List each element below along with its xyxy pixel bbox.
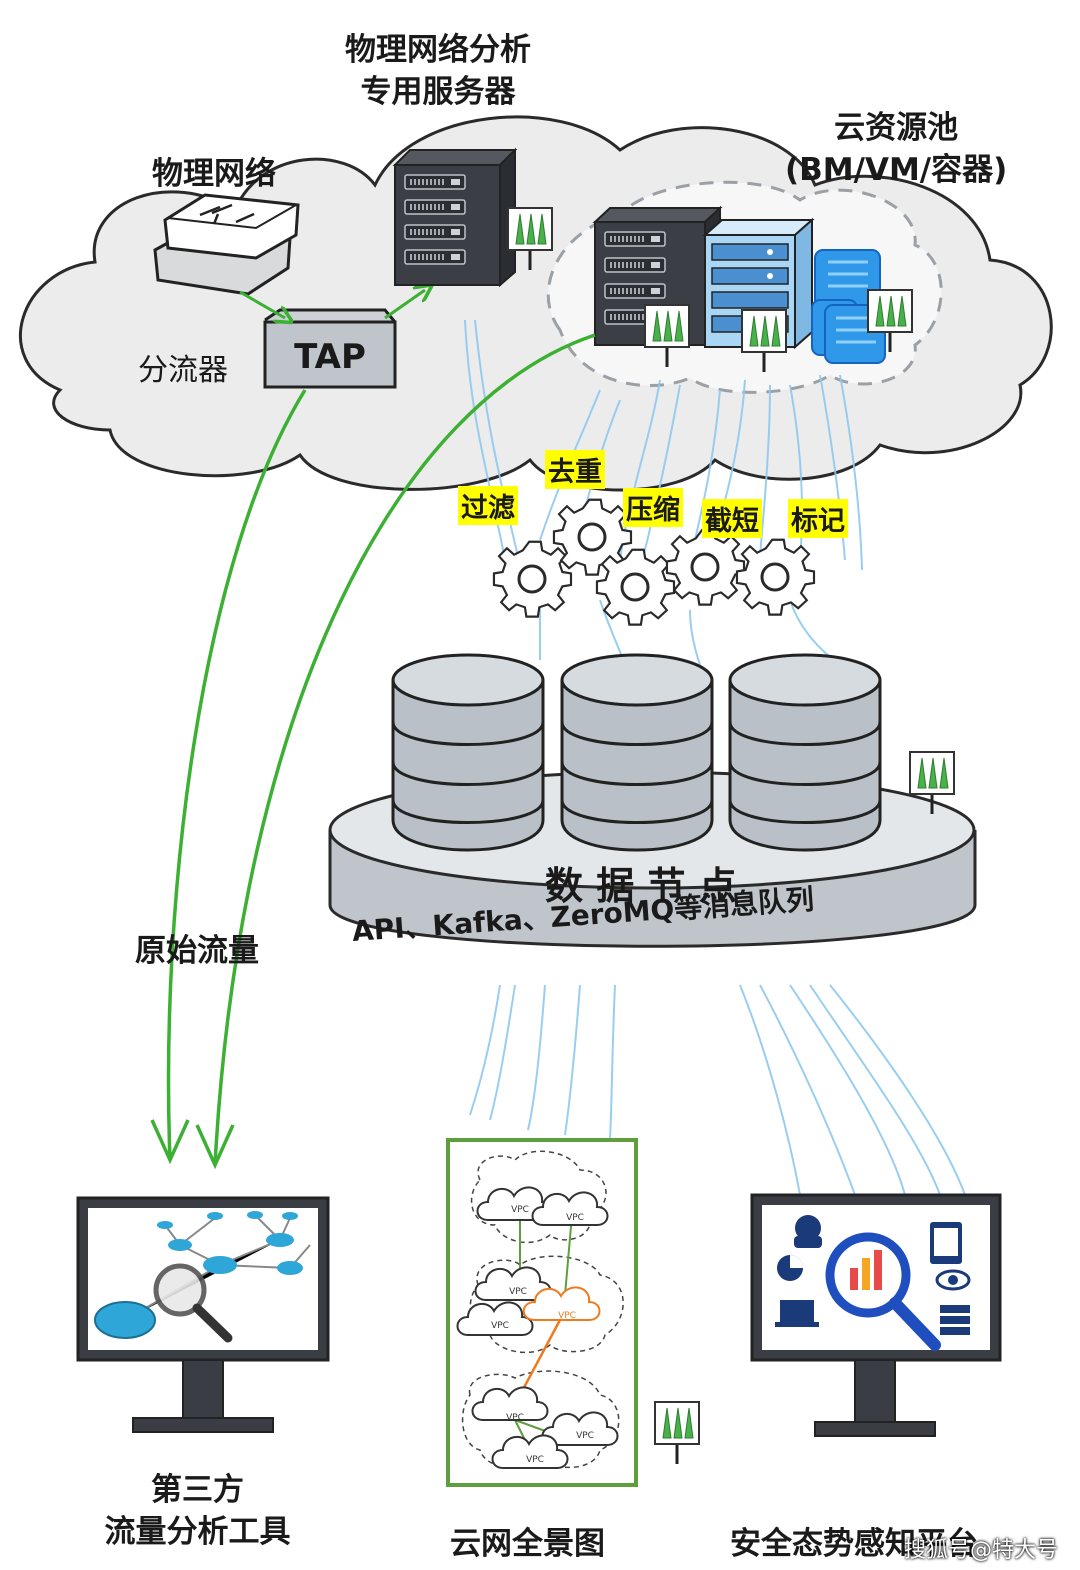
vpc-cloud-icon: VPC [531, 1191, 609, 1226]
magnifier-icon [825, 1232, 941, 1351]
cloud-pool-label: 云资源池 (BM/VM/容器) [785, 110, 1008, 188]
svg-text:VPC: VPC [526, 1455, 544, 1465]
svg-text:VPC: VPC [576, 1431, 594, 1441]
svg-text:VPC: VPC [566, 1213, 584, 1223]
svg-text:VPC: VPC [506, 1413, 524, 1423]
monitor-icon [76, 1196, 330, 1433]
vpc-cloud-icon-highlighted: VPC [522, 1286, 601, 1321]
vpc-cloud-icon: VPC [491, 1434, 569, 1469]
database-icon [391, 653, 545, 852]
svg-text:VPC: VPC [509, 1287, 527, 1297]
switch-to-tap-arrow [239, 290, 285, 318]
vpc-cloud-icon: VPC [474, 1266, 552, 1301]
vpc-cloud-icon: VPC [456, 1301, 534, 1336]
tablet-icon [930, 1222, 962, 1264]
tap-icon: TAP [263, 308, 397, 389]
op-dedup-label: 去重 [545, 450, 605, 489]
laptop-icon [775, 1300, 819, 1327]
svg-text:VPC: VPC [511, 1205, 529, 1215]
vpc-cloud-icon: VPC [471, 1386, 549, 1423]
server-icon [392, 147, 518, 288]
vpc-cloud-icon: VPC [541, 1411, 619, 1446]
container-icon [811, 249, 886, 364]
arrowhead-icon [150, 1119, 190, 1165]
op-tag-label: 标记 [788, 499, 848, 538]
gear-icon [665, 528, 746, 607]
tap-to-server-arrow [384, 290, 425, 320]
third-party-tool-label: 第三方 流量分析工具 [104, 1472, 291, 1550]
pie-chart-icon [777, 1255, 803, 1281]
arrowhead-icon [195, 1124, 235, 1170]
server-list-icon [940, 1305, 970, 1335]
tree-sign-icon [653, 1400, 701, 1466]
security-platform-label: 安全态势感知平台 [730, 1526, 978, 1562]
raw-traffic-label: 原始流量 [135, 933, 259, 969]
analysis-server-label: 物理网络分析 专用服务器 [345, 32, 531, 110]
watermark: 搜狐号@特大号 [903, 1538, 1058, 1563]
monitor-icon [750, 1193, 1002, 1437]
physical-network-label: 物理网络 [152, 156, 276, 192]
op-compress-label: 压缩 [623, 488, 683, 527]
svg-text:VPC: VPC [491, 1321, 509, 1331]
svg-text:VPC: VPC [558, 1311, 576, 1321]
op-truncate-label: 截短 [702, 499, 762, 538]
raw-traffic-arrow-from-pool [213, 333, 596, 1166]
database-icon [560, 653, 714, 852]
cloud-map-label: 云网全景图 [450, 1526, 605, 1562]
gear-icon [595, 548, 676, 627]
gear-icon [735, 538, 816, 617]
cloud-map-panel: VPC VPC VPC VPC VPC VPC VPC VPC [446, 1138, 638, 1487]
op-filter-label: 过滤 [458, 486, 518, 525]
hacker-icon [794, 1215, 822, 1248]
gear-icon [492, 540, 573, 619]
blue-stream-bottom [469, 984, 966, 1196]
data-node-title: 数 据 节 点 [545, 864, 737, 908]
magnifier-icon [153, 1263, 233, 1343]
splitter-label: 分流器 [138, 353, 228, 388]
database-icon [728, 653, 882, 852]
raw-traffic-arrow-from-tap [166, 389, 307, 1161]
eye-icon [935, 1269, 971, 1291]
tap-label: TAP [294, 337, 366, 377]
vpc-cloud-icon: VPC [476, 1186, 554, 1221]
switch-icon [153, 193, 300, 296]
